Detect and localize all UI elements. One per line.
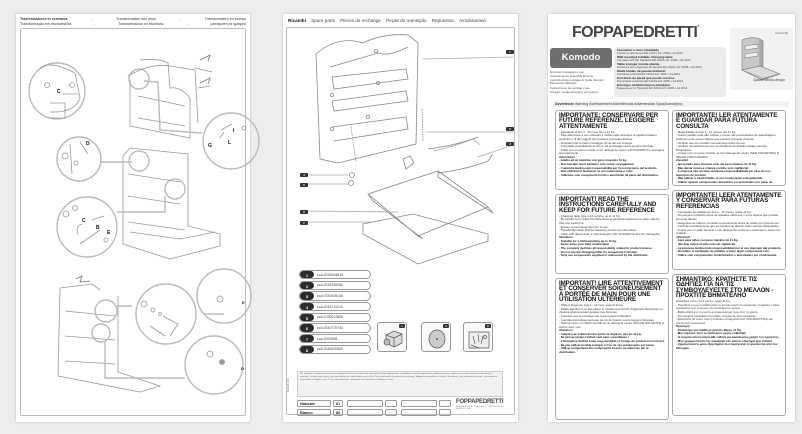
part-label-e3: E: [242, 300, 245, 305]
page-spare-parts: Ricambi Spare parts Pièces de rechange P…: [283, 14, 518, 422]
instruction-titles: Istruzioni montaggio e uso Instructions …: [550, 70, 604, 94]
warning-box-en: IMPORTANT! READ THE INSTRUCTIONS CAREFUL…: [555, 194, 669, 274]
lang-en: Spare parts: [311, 18, 335, 23]
changing-table-illustration: [736, 36, 786, 82]
part-code: cod.2039136060: [317, 283, 344, 288]
part-code: cod.2043711103: [317, 304, 343, 309]
spare-parts-fineprint: Per ordinare i ricambi comunicare al riv…: [297, 371, 503, 397]
part-label-d3: D: [241, 366, 244, 371]
part-thumbnail-disc: 4: [421, 322, 451, 352]
transformation-header: Trasformazione in scrivania- Transformat…: [20, 17, 246, 26]
header-fr: Transformation en bureau: [204, 17, 246, 21]
callout-6: 6: [300, 210, 308, 214]
part-label-i: I: [233, 128, 235, 134]
callout-3: 3: [506, 142, 514, 146]
lang-it: Ricambi: [288, 18, 306, 23]
page-cover-warnings: FOPPAPEDRETTI® Komodo Istruzioni montagg…: [548, 14, 795, 422]
warning-box-es: IMPORTANTE! LEER ATENTAMENTE Y CONSERVAR…: [672, 190, 786, 270]
exploded-view-frame: [286, 27, 515, 415]
color-row-naturale: Naturale 01: [297, 400, 451, 407]
callout-1: 1: [506, 50, 514, 54]
header-en: Transformation into desk: [116, 17, 156, 21]
part-code: cod.7030012606: [317, 315, 344, 320]
warning-box-fr: IMPORTANT! LIRE ATTENTIVEMENT ET CONSERV…: [555, 278, 669, 420]
color-name: Naturale: [297, 400, 331, 407]
brand-address: Foppapedretti S.p.A. · Via Anghileri, 4 …: [456, 406, 504, 411]
page-transformation-desk: Trasformazione in scrivania- Transformat…: [16, 14, 250, 422]
part-code: cod.2046200900: [317, 347, 344, 352]
side-label: Komodo 6b: [287, 378, 290, 392]
callout-4: 4: [300, 173, 308, 177]
product-ref: Komodo 6b: [775, 32, 788, 35]
part-label-g: G: [208, 143, 212, 149]
assembly-step1-diagram: [20, 28, 246, 148]
product-name-badge: Komodo: [550, 48, 612, 68]
part-label-c2: C: [82, 218, 86, 224]
callout-7: 7: [300, 221, 308, 225]
product-image-card: Komodo 6b Spazio Bimbi design: [730, 28, 793, 90]
part-label-c: C: [57, 89, 61, 95]
header-pt: Transformação em escrivaninha: [20, 21, 72, 26]
lang-es: Repuestos: [431, 18, 454, 23]
part-code: cod.2097608...: [317, 336, 341, 341]
lang-gr: Ανταλλακτικά: [458, 18, 486, 23]
color-row-bianco: Bianco 80: [297, 409, 451, 416]
part-code: cod.2026204819: [317, 272, 344, 277]
lang-pt: Peças de reposição: [386, 18, 427, 23]
callout-5: 5: [300, 183, 308, 187]
callout-2: 2: [506, 127, 514, 131]
warning-box-it: IMPORTANTE: CONSERVARE PER FUTURE REFERE…: [555, 110, 669, 190]
part-label-l: L: [228, 140, 232, 146]
header-es: Transformación en escritorio: [118, 21, 164, 26]
color-name: Bianco: [297, 409, 331, 416]
designer-signature: Spazio Bimbi design: [753, 78, 785, 82]
part-thumbnail-hardware-kit: 8: [463, 322, 493, 352]
assembly-step2-diagram: [20, 134, 246, 274]
part-code: cod.7030405106: [317, 294, 344, 299]
part-code: cod.2040770740: [317, 326, 344, 331]
brand-logo: FOPPAPEDRETTI®: [572, 24, 699, 41]
bracket-icon: [382, 329, 404, 349]
exploded-view-diagram: [288, 29, 513, 269]
assembly-diagram-frame: [20, 28, 246, 416]
part-thumbnail-bracket: 1: [377, 322, 407, 352]
screws-icon: [467, 328, 491, 350]
header-gr: μετατροπή σε γραφείο: [210, 21, 246, 26]
spare-parts-language-header: Ricambi Spare parts Pièces de rechange P…: [288, 18, 490, 23]
part-label-d: D: [86, 141, 90, 147]
warning-box-gr: ΣΗΜΑΝΤΙΚΟ: ΚΡΑΤΗΣΤΕ ΤΙΣ ΟΔΗΓΙΕΣ ΓΙΑ ΝΑ Τ…: [672, 274, 786, 416]
part-label-b: B: [96, 225, 100, 231]
part-label-e: E: [107, 230, 111, 236]
assembly-step3-diagram: [20, 276, 246, 416]
disc-icon: [426, 327, 448, 349]
warning-box-pt: IMPORTANTE! LER ATENTAMENTE E GUARDAR PA…: [672, 110, 786, 186]
header-it: Trasformazione in scrivania: [20, 17, 68, 21]
color-code: 80: [333, 409, 343, 416]
brand-logo-small: FOPPAPEDRETTI: [456, 399, 504, 405]
color-code: 01: [333, 400, 343, 407]
lang-fr: Pièces de rechange: [340, 18, 381, 23]
warnings-language-strip: Avvertenze Warning Avertissement Advertê…: [553, 101, 789, 107]
